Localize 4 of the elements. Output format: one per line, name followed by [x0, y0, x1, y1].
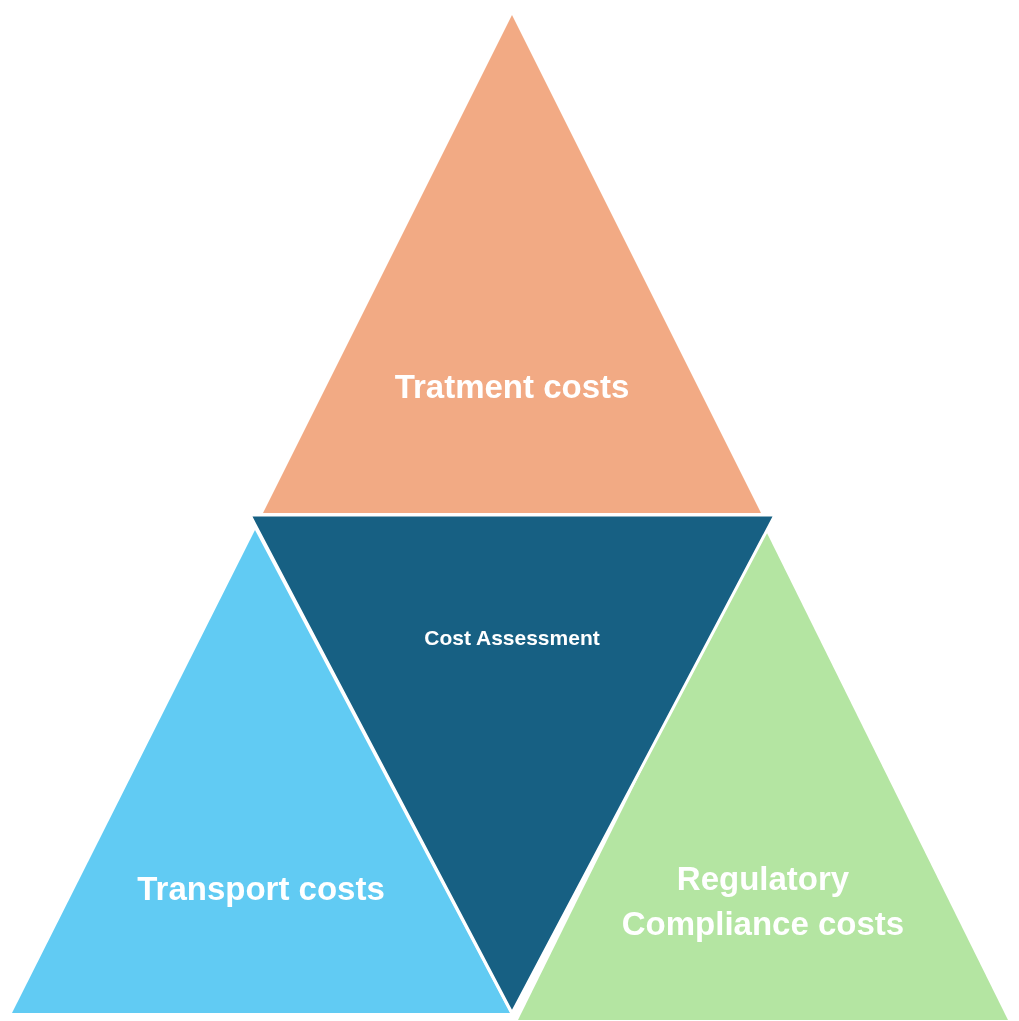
- triangle-label: Cost Assessment: [423, 624, 601, 651]
- triangle-label: Tratment costs: [393, 366, 631, 407]
- triangle-label: Regulatory Compliance costs: [620, 859, 906, 944]
- triangle-label: Transport costs: [136, 868, 386, 909]
